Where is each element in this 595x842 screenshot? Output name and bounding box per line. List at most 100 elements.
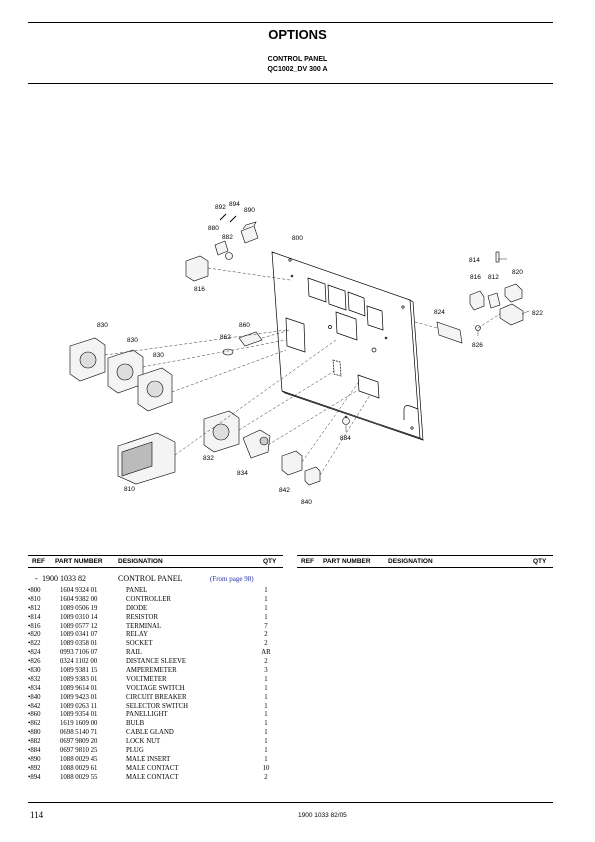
row-qty: 1 [264,587,268,594]
row-qty: 1 [264,693,268,701]
row-part-number: 0697 9809 20 [60,738,98,746]
row-ref: •824 [28,649,41,657]
row-designation: DIODE [126,604,148,612]
col-designation-header-right: DESIGNATION [388,558,433,565]
row-part-number: 1089 0310 14 [60,613,98,621]
row-qty: 2 [264,640,268,648]
row-part-number: 0698 5140 71 [60,729,98,737]
footer-rule [28,802,553,803]
exploded-parts-diagram: 892 894 890 880 882 816 800 814 816 812 … [69,201,543,506]
table-row: •830 1089 9381 15 AMPEREMETER 3 [28,667,283,676]
row-designation: PANELLIGHT [126,711,168,719]
col-part-number-header-right: PART NUMBER [323,558,371,565]
parts-table: - 1900 1033 82 CONTROL PANEL (From page … [28,575,283,783]
row-qty: 1 [264,613,268,621]
col-part-number-header: PART NUMBER [55,558,103,565]
row-part-number: 1089 9383 01 [60,675,98,683]
row-ref: •880 [28,729,41,737]
callout-830b: 830 [127,337,138,344]
row-designation: CONTROL PANEL [118,574,183,583]
row-designation: CABLE GLAND [126,729,174,737]
row-qty: 1 [264,711,268,719]
callout-842: 842 [279,487,290,494]
plug-884 [342,417,350,425]
row-ref: •860 [28,711,41,719]
row-part-number: 1089 0341 07 [60,631,98,639]
row-qty: 1 [264,595,268,603]
callout-824: 824 [434,309,445,316]
row-ref: •830 [28,667,41,675]
row-part-number: 0993 7106 07 [60,649,98,657]
callout-810: 810 [124,486,135,493]
callout-labels: 892 894 890 880 882 816 800 814 816 812 … [97,201,543,506]
row-part-number: 1089 0263 11 [60,702,98,710]
header-rule [28,83,553,84]
row-qty: 1 [264,604,268,612]
callout-826: 826 [472,342,483,349]
callout-820: 820 [512,269,523,276]
bulb-862 [222,348,234,356]
row-part-number: 1619 1609 00 [60,720,98,728]
callout-862: 862 [220,334,231,341]
row-qty: 1 [264,755,268,763]
row-part-number: 1089 9381 15 [60,667,98,675]
row-qty: 3 [264,667,268,675]
callout-894: 894 [229,201,240,208]
row-ref: •800 [28,587,41,594]
table-row: - 1900 1033 82 CONTROL PANEL (From page … [28,575,283,587]
row-designation: AMPEREMETER [126,667,177,675]
row-designation: TERMINAL [126,622,162,630]
row-qty: 1 [264,738,268,746]
row-ref: •826 [28,658,41,666]
row-designation: VOLTAGE SWITCH [126,684,185,692]
panellight-860 [238,331,263,347]
table-header-rule-right [297,567,553,568]
row-part-number: 1604 9382 00 [60,595,98,603]
row-ref: •862 [28,720,41,728]
row-ref: •842 [28,702,41,710]
lock-nut-882 [225,252,233,260]
row-designation: VOLTMETER [126,675,167,683]
row-designation: MALE INSERT [126,755,171,763]
row-ref: •834 [28,684,41,692]
table-row: •824 0993 7106 07 RAIL AR [28,649,283,658]
from-page-link[interactable]: (From page 98) [210,575,254,583]
row-ref: •820 [28,631,41,639]
circuit-breaker-840 [304,466,321,486]
row-qty: 1 [264,720,268,728]
row-qty: 2 [264,658,268,666]
row-part-number: 1089 0577 12 [60,622,98,630]
row-qty: 7 [264,622,268,630]
row-ref: •816 [28,622,41,630]
callout-882: 882 [222,234,233,241]
row-part-number: 1089 0358 01 [60,640,98,648]
relay-820 [504,283,523,303]
col-qty-header: QTY [263,558,277,565]
row-part-number: 1089 0506 19 [60,604,98,612]
row-part-number: 1088 0029 55 [60,773,98,781]
callout-892: 892 [215,204,226,211]
row-designation: RAIL [126,649,142,657]
row-ref: •812 [28,604,41,612]
row-designation: SELECTOR SWITCH [126,702,188,710]
callout-860: 860 [239,322,250,329]
diode-812 [487,292,501,309]
row-qty: AR [261,649,271,657]
callout-812: 812 [488,274,499,281]
row-ref: •884 [28,747,41,755]
col-ref-header: REF [32,558,45,565]
row-ref: •814 [28,613,41,621]
row-designation: RELAY [126,631,149,639]
col-ref-header-right: REF [301,558,314,565]
row-designation: PLUG [126,747,144,755]
table-header-rule [28,567,283,568]
top-rule [28,22,553,23]
